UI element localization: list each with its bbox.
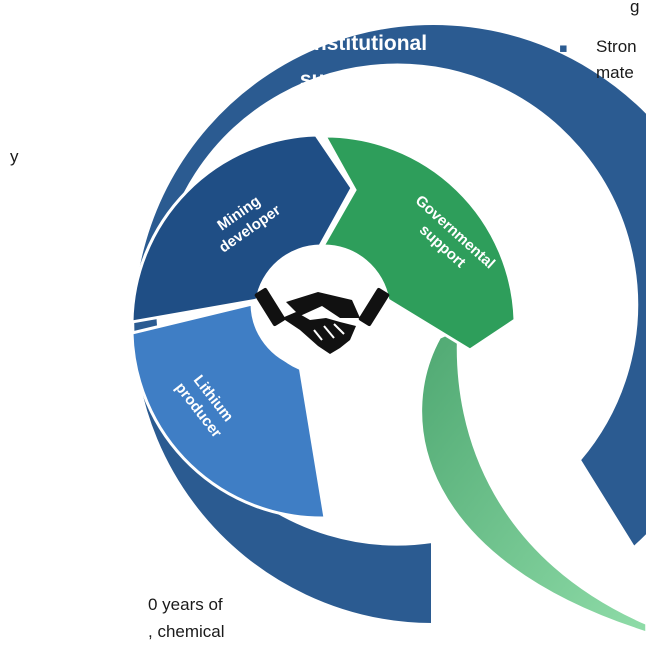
governmental-tail xyxy=(420,328,646,633)
segment-mining-developer xyxy=(130,133,354,324)
segment-governmental-support xyxy=(320,134,517,352)
bullet-marker: ▪ xyxy=(559,41,568,56)
outer-ring xyxy=(132,23,646,626)
ring-title-line1: Solid institutional xyxy=(251,32,427,55)
text-right-line2: mate xyxy=(596,63,634,82)
text-right-line1: Stron xyxy=(596,37,637,56)
ring-title-line2: support xyxy=(300,68,378,91)
center-hub xyxy=(260,250,384,374)
text-fragment-left: y xyxy=(10,147,19,166)
text-bottom-line1: 0 years of xyxy=(148,595,223,614)
handshake-icon xyxy=(254,287,390,354)
text-fragment-top-right: g xyxy=(630,0,639,16)
text-bottom-line2: , chemical xyxy=(148,622,225,641)
segment-lithium-producer xyxy=(130,302,327,520)
